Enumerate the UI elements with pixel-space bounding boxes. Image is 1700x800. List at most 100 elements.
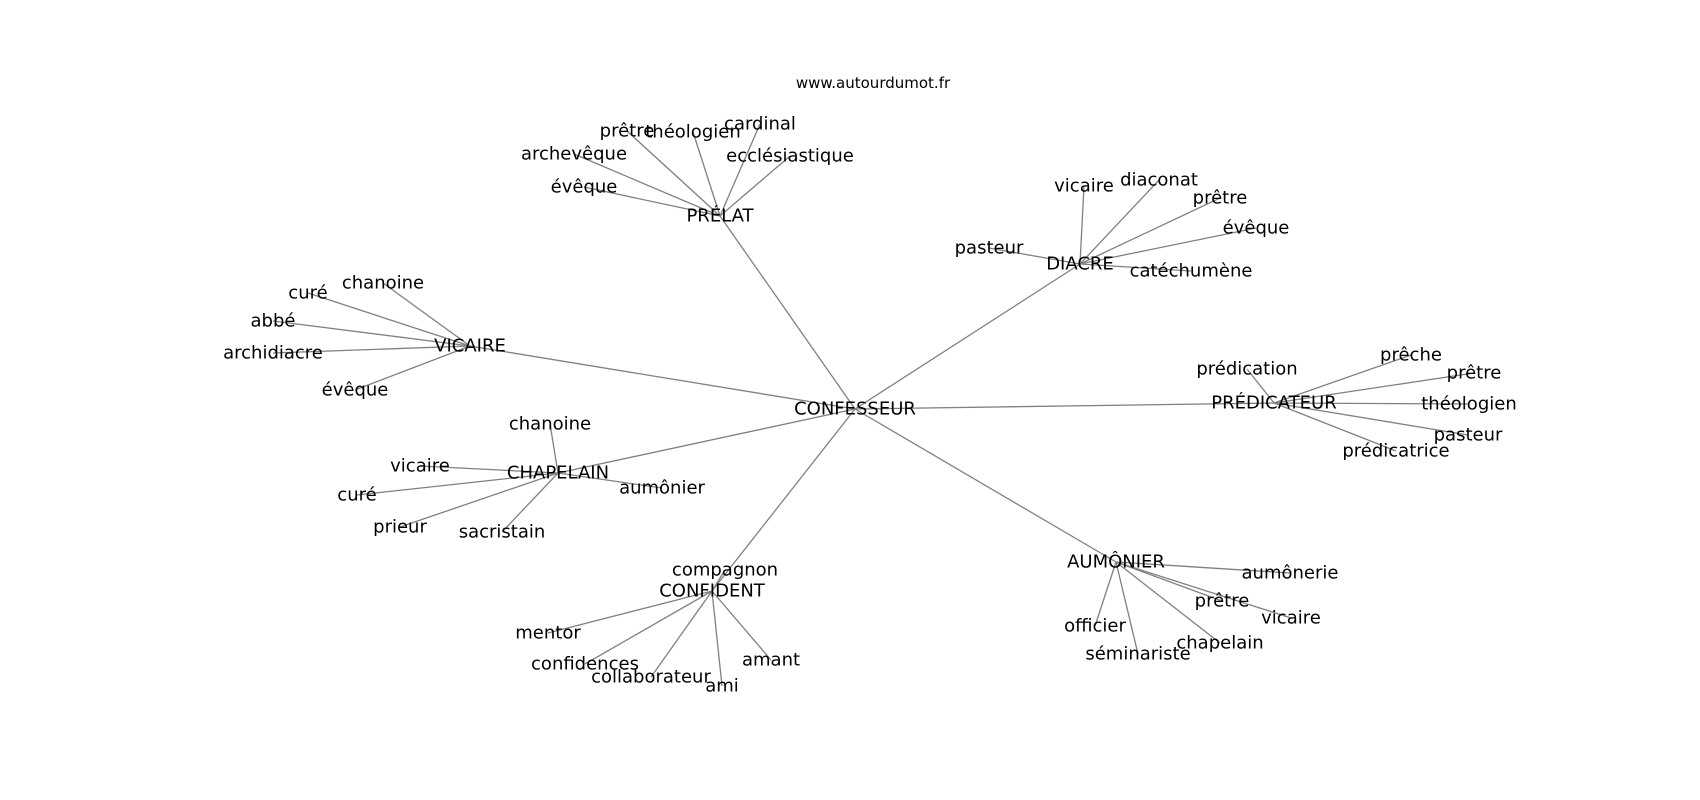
edge-hub-leaf <box>547 590 713 634</box>
leaf-node-label: cardinal <box>724 114 796 135</box>
edge-hub-leaf <box>1273 354 1412 404</box>
leaf-node-label: abbé <box>251 311 296 332</box>
leaf-node-label: théologien <box>1421 394 1516 415</box>
edge-center-hub <box>854 263 1081 410</box>
center-node-label: CONFESSEUR <box>794 399 916 420</box>
edge-hub-leaf <box>584 590 713 665</box>
hub-node-label: CHAPELAIN <box>507 463 609 484</box>
hub-node-label: PRÉLAT <box>686 205 754 227</box>
edge-hub-leaf <box>549 423 559 474</box>
leaf-node-label: amant <box>742 650 800 671</box>
leaf-node-label: curé <box>288 283 327 304</box>
leaf-node-label: ami <box>705 676 739 697</box>
hub-node-label: AUMÔNIER <box>1067 551 1165 573</box>
edge-hub-leaf <box>1079 179 1160 265</box>
edge-hub-leaf <box>583 186 721 217</box>
edge-center-hub <box>711 408 856 592</box>
leaf-node-label: séminariste <box>1085 644 1190 665</box>
leaf-node-label: vicaire <box>1054 176 1114 197</box>
leaf-node-label: évêque <box>551 177 618 198</box>
leaf-node-label: archidiacre <box>223 343 323 364</box>
leaf-node-label: sacristain <box>459 522 546 543</box>
edge-hub-leaf <box>1115 561 1139 655</box>
leaf-node-label: prêtre <box>1447 363 1502 384</box>
leaf-node-label: catéchumène <box>1130 261 1253 282</box>
graph-labels: CONFESSEURPRÉLATprêtrethéologiencardinal… <box>223 114 1517 697</box>
edge-hub-leaf <box>1094 561 1117 627</box>
leaf-node-label: évêque <box>1223 218 1290 239</box>
leaf-node-label: curé <box>337 485 376 506</box>
hub-node-label: VICAIRE <box>434 336 506 357</box>
leaf-node-label: prieur <box>373 517 427 538</box>
edge-hub-leaf <box>1115 561 1221 644</box>
leaf-node-label: prêtre <box>1193 188 1248 209</box>
edge-center-hub <box>557 408 856 474</box>
edge-hub-leaf <box>557 472 663 489</box>
edge-hub-leaf <box>711 590 723 687</box>
edge-center-hub <box>854 408 1117 563</box>
edge-hub-leaf <box>1273 372 1475 404</box>
leaf-node-label: officier <box>1064 616 1126 637</box>
edge-hub-leaf <box>1246 368 1275 404</box>
leaf-node-label: prédicatrice <box>1342 441 1449 462</box>
leaf-node-label: vicaire <box>390 456 450 477</box>
edge-hub-leaf <box>307 292 471 347</box>
edge-center-hub <box>469 345 856 410</box>
edge-hub-leaf <box>573 153 721 217</box>
leaf-node-label: prêtre <box>600 121 655 142</box>
edge-hub-leaf <box>1115 561 1292 619</box>
edge-hub-leaf <box>501 472 559 533</box>
leaf-node-label: mentor <box>515 623 581 644</box>
leaf-node-label: pasteur <box>955 238 1024 259</box>
edge-hub-leaf <box>354 345 471 391</box>
leaf-node-label: chapelain <box>1176 633 1263 654</box>
edge-center-hub <box>854 402 1275 410</box>
edge-hub-leaf <box>711 590 772 661</box>
edge-hub-leaf <box>272 320 471 347</box>
edge-center-hub <box>719 215 856 410</box>
leaf-node-label: collaborateur <box>591 667 711 688</box>
leaf-node-label: aumônier <box>619 478 705 499</box>
leaf-node-label: compagnon <box>672 560 778 581</box>
leaf-node-label: chanoine <box>342 273 424 294</box>
leaf-node-label: confidences <box>531 654 639 675</box>
edge-hub-leaf <box>650 590 713 678</box>
graph-edges <box>272 123 1475 687</box>
hub-node-label: CONFIDENT <box>659 581 766 602</box>
edge-hub-leaf <box>711 569 726 592</box>
edge-hub-leaf <box>1079 197 1221 265</box>
edge-hub-leaf <box>272 345 471 354</box>
leaf-node-label: prêtre <box>1195 591 1250 612</box>
edge-hub-leaf <box>1273 402 1469 436</box>
leaf-node-label: prédication <box>1196 359 1297 380</box>
leaf-node-label: ecclésiastique <box>726 146 854 167</box>
hub-node-label: DIACRE <box>1046 254 1114 275</box>
leaf-node-label: archevêque <box>521 144 627 165</box>
edge-hub-leaf <box>692 131 721 217</box>
edge-hub-leaf <box>719 123 761 217</box>
edge-hub-leaf <box>382 282 471 347</box>
leaf-node-label: aumônerie <box>1242 563 1339 584</box>
leaf-node-label: pasteur <box>1434 425 1503 446</box>
hub-node-label: PRÉDICATEUR <box>1211 392 1336 414</box>
edge-hub-leaf <box>356 472 559 496</box>
edge-hub-leaf <box>419 465 559 474</box>
leaf-node-label: prêche <box>1380 345 1442 366</box>
leaf-node-label: chanoine <box>509 414 591 435</box>
leaf-node-label: évêque <box>322 380 389 401</box>
edge-hub-leaf <box>1273 402 1470 405</box>
edge-hub-leaf <box>1115 561 1223 602</box>
edge-hub-leaf <box>399 472 559 528</box>
leaf-node-label: vicaire <box>1261 608 1321 629</box>
edge-hub-leaf <box>1079 263 1192 272</box>
watermark: www.autourdumot.fr <box>796 74 951 92</box>
edge-hub-leaf <box>1115 561 1291 574</box>
edge-hub-leaf <box>719 155 791 217</box>
edge-hub-leaf <box>988 247 1081 265</box>
edge-hub-leaf <box>1273 402 1397 452</box>
edge-hub-leaf <box>1079 185 1085 265</box>
leaf-node-label: diaconat <box>1120 170 1198 191</box>
leaf-node-label: théologien <box>645 122 740 143</box>
edge-hub-leaf <box>1079 227 1257 265</box>
